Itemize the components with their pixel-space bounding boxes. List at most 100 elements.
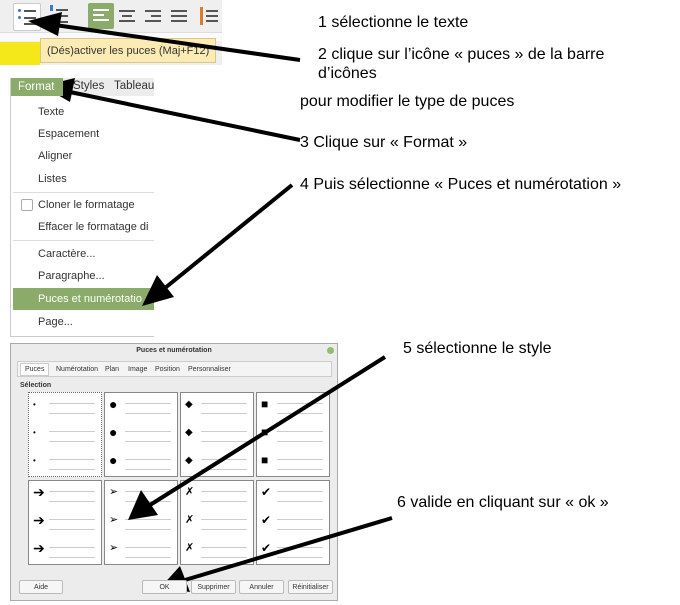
- preview-line: [201, 403, 247, 404]
- bullet-style-option[interactable]: ●●●: [104, 392, 178, 477]
- step-5: 5 sélectionne le style: [403, 340, 552, 357]
- bullet-glyph: ✗: [185, 542, 195, 554]
- menu-item-puces[interactable]: Puces et numérotatio: [38, 293, 142, 305]
- bullet-glyph: ➢: [109, 514, 119, 526]
- bullet-glyph: •: [33, 456, 36, 465]
- help-button[interactable]: Aide: [19, 580, 63, 594]
- preview-line: [125, 413, 171, 414]
- menu-item-espacement[interactable]: Espacement: [38, 128, 100, 140]
- preview-line: [277, 459, 323, 460]
- menu-item-caractere[interactable]: Caractère...: [38, 248, 96, 260]
- menu-item-effacer[interactable]: Effacer le formatage di: [38, 221, 149, 233]
- bullet-style-option[interactable]: ✗✗✗: [180, 480, 254, 565]
- menu-item-aligner[interactable]: Aligner: [38, 150, 73, 162]
- preview-line: [277, 519, 323, 520]
- preview-line: [49, 441, 95, 442]
- bullet-glyph: ➢: [109, 486, 119, 498]
- bullet-glyph: ➔: [33, 512, 45, 528]
- bullet-glyph: ➔: [33, 484, 45, 500]
- bullet-glyph: ✔: [261, 541, 272, 555]
- arrow-head-icon: [28, 12, 62, 36]
- bullet-style-option[interactable]: ➔ ➔ ➔: [28, 480, 102, 565]
- bullet-style-option[interactable]: ■■■: [256, 392, 330, 477]
- preview-line: [201, 413, 247, 414]
- preview-line: [277, 441, 323, 442]
- ok-button[interactable]: OK: [142, 580, 187, 594]
- numbering-button[interactable]: [48, 3, 74, 29]
- tab-puces[interactable]: Puces: [20, 363, 50, 376]
- justify-button[interactable]: [166, 3, 192, 29]
- bullet-glyph: ◆: [185, 399, 193, 410]
- preview-line: [201, 441, 247, 442]
- bullet-style-option[interactable]: ✔✔✔: [256, 480, 330, 565]
- tab-personnaliser[interactable]: Personnaliser: [188, 366, 231, 373]
- preview-line: [49, 501, 95, 502]
- bullet-glyph: •: [33, 400, 36, 409]
- preview-line: [49, 469, 95, 470]
- preview-line: [277, 469, 323, 470]
- preview-line: [201, 491, 247, 492]
- preview-line: [201, 469, 247, 470]
- preview-line: [49, 403, 95, 404]
- preview-line: [125, 403, 171, 404]
- menu-format[interactable]: Format: [11, 78, 63, 96]
- menu-item-listes[interactable]: Listes: [38, 173, 67, 185]
- preview-line: [49, 547, 95, 548]
- align-center-button[interactable]: [114, 3, 140, 29]
- bullet-glyph: ●: [109, 424, 118, 440]
- separator: [13, 240, 154, 241]
- dialog-title: Puces et numérotation: [136, 347, 212, 354]
- preview-line: [201, 529, 247, 530]
- menu-tableau[interactable]: Tableau: [114, 80, 154, 92]
- align-left-button[interactable]: [88, 3, 114, 29]
- preview-line: [125, 519, 171, 520]
- menu-item-page[interactable]: Page...: [38, 316, 73, 328]
- bullets-button[interactable]: [13, 3, 41, 31]
- tab-plan[interactable]: Plan: [105, 366, 120, 373]
- bullets-dialog: Puces et numérotation Puces Numérotation…: [10, 343, 338, 601]
- menu-item-puces-highlight[interactable]: Puces et numérotatio: [13, 288, 154, 310]
- arrow-step-2: [54, 23, 301, 62]
- delete-button[interactable]: Supprimer: [191, 580, 236, 594]
- preview-line: [277, 413, 323, 414]
- preview-line: [201, 547, 247, 548]
- arrow-step-5: [148, 355, 387, 507]
- step-2-purpose: pour modifier le type de puces: [300, 93, 515, 110]
- preview-line: [201, 519, 247, 520]
- preview-line: [49, 529, 95, 530]
- preview-line: [125, 491, 171, 492]
- checkbox[interactable]: [21, 199, 33, 211]
- tab-position[interactable]: Position: [155, 366, 180, 373]
- section-label: Sélection: [20, 382, 52, 389]
- step-4: 4 Puis sélectionne « Puces et numérotati…: [300, 176, 622, 193]
- bullet-style-option[interactable]: •••: [28, 392, 102, 477]
- bullet-glyph: ✔: [261, 513, 272, 527]
- bullet-glyph: ➔: [33, 540, 45, 556]
- menu-styles[interactable]: Styles: [73, 80, 105, 92]
- menu-item-texte[interactable]: Texte: [38, 106, 65, 118]
- cancel-button[interactable]: Annuler: [239, 580, 284, 594]
- preview-line: [277, 431, 323, 432]
- arrow-step-3: [69, 90, 301, 142]
- preview-line: [125, 441, 171, 442]
- tab-numerotation[interactable]: Numérotation: [56, 366, 99, 373]
- arrow-step-6: [184, 516, 393, 582]
- step-3: 3 Clique sur « Format »: [300, 134, 468, 151]
- preview-line: [125, 431, 171, 432]
- step-2: 2 clique sur l’icône « puces » de la bar…: [318, 46, 605, 63]
- step-2-cont: d’icônes: [318, 65, 377, 82]
- menu-item-cloner[interactable]: Cloner le formatage: [38, 199, 135, 211]
- close-icon[interactable]: [327, 347, 334, 354]
- align-right-button[interactable]: [140, 3, 166, 29]
- bullet-glyph: ✗: [185, 486, 195, 498]
- line-spacing-button[interactable]: [197, 3, 222, 29]
- tab-image[interactable]: Image: [128, 366, 148, 373]
- reset-button[interactable]: Réinitialiser: [288, 580, 333, 594]
- menu-item-paragraphe[interactable]: Paragraphe...: [38, 270, 105, 282]
- preview-line: [277, 501, 323, 502]
- bullet-glyph: ●: [109, 452, 118, 468]
- preview-line: [49, 557, 95, 558]
- preview-line: [201, 431, 247, 432]
- preview-line: [125, 529, 171, 530]
- preview-line: [277, 557, 323, 558]
